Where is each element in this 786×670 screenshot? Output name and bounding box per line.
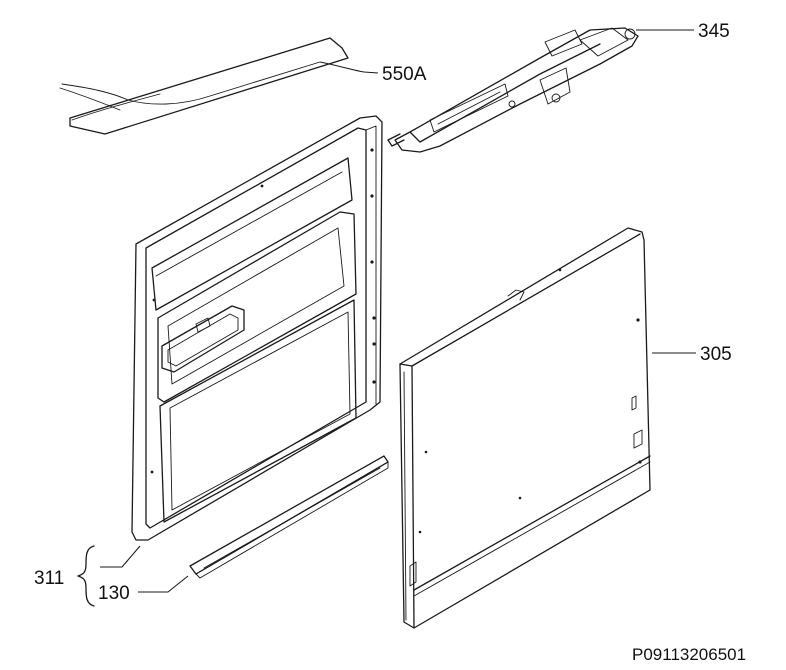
callout-311: 311 xyxy=(34,568,64,589)
callout-345: 345 xyxy=(698,21,730,42)
insulation-sheet-550a xyxy=(59,37,349,135)
callout-550a: 550A xyxy=(382,64,427,85)
group-brace xyxy=(77,545,95,607)
leader-130 xyxy=(138,575,189,593)
leader-550a xyxy=(319,61,379,74)
leader-311 xyxy=(100,545,141,568)
outer-door-panel-305 xyxy=(399,227,651,629)
inner-door-frame-311 xyxy=(131,115,383,541)
bottom-seal-strip-130 xyxy=(189,455,389,579)
callout-305: 305 xyxy=(700,344,732,365)
diagram-reference-code: P09113206501 xyxy=(632,645,746,664)
door-hinge-assembly-345 xyxy=(387,27,639,153)
callout-130: 130 xyxy=(98,583,130,604)
